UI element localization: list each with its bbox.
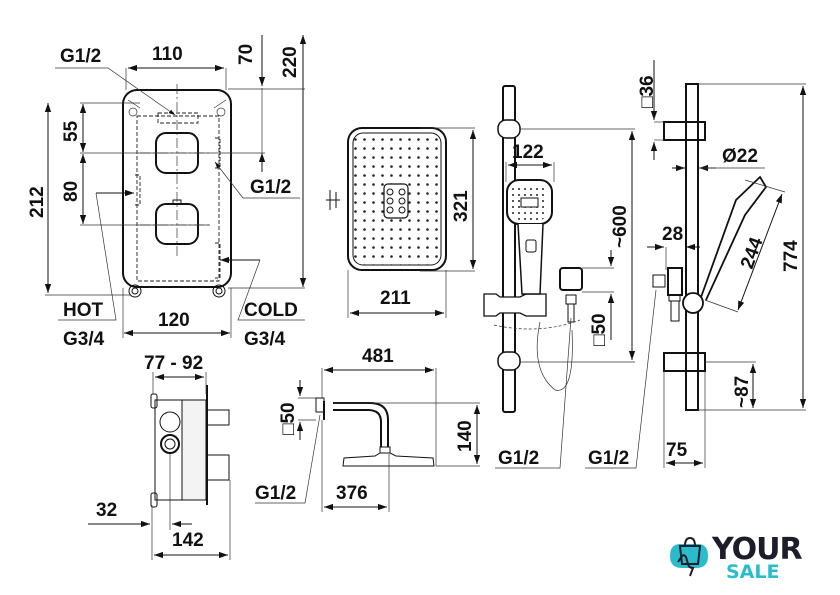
- dim-head-width-122: 122: [512, 142, 544, 163]
- label-hot: HOT: [63, 300, 104, 321]
- logo-word-secondary: SALE: [726, 561, 780, 583]
- dim-total-depth-142: 142: [172, 530, 204, 551]
- dim-spacing-55: 55: [61, 120, 82, 142]
- logo-word-primary: YOUR: [712, 532, 803, 567]
- dim-drop-140: 140: [455, 420, 476, 452]
- label-inlet-top-thread: G1/2: [60, 46, 101, 67]
- center-nozzle-block: [383, 183, 409, 219]
- dim-base-width-120: 120: [158, 310, 190, 331]
- label-cold-thread: G3/4: [244, 329, 286, 350]
- label-outlet-right-thread: G1/2: [250, 177, 291, 198]
- dim-outlet-offset-28: 28: [662, 224, 683, 245]
- dim-width-211: 211: [380, 288, 411, 309]
- dim-total-height-220: 220: [280, 46, 301, 78]
- dim-top-offset-70: 70: [236, 44, 257, 65]
- dim-hand-shower-244: 244: [737, 234, 768, 271]
- dim-spacing-80: 80: [61, 181, 82, 202]
- dim-rail-length-774: 774: [781, 240, 802, 272]
- label-cold: COLD: [244, 300, 298, 321]
- rail-side-view: □36 Ø22 28 244 774 ~87 75: [637, 60, 807, 468]
- dim-bottom-offset-87: ~87: [732, 376, 753, 408]
- dim-rail-spacing-600: ~600: [610, 205, 631, 248]
- dim-bracket-36: □36: [637, 75, 658, 108]
- dim-depth-77-92: 77 - 92: [144, 353, 203, 374]
- yoursale-logo[interactable]: YOUR SALE: [668, 534, 818, 584]
- dim-head-offset-376: 376: [336, 483, 368, 504]
- shower-head-outline: [347, 127, 447, 271]
- dim-outlet-50: □50: [589, 313, 610, 346]
- slide-rail: [502, 85, 516, 413]
- label-overhead-thread: G1/2: [255, 483, 296, 504]
- hand-shower-front-view: 122 ~600 □50 G1/2 G1/2: [483, 85, 657, 469]
- dim-wall-depth-75: 75: [666, 440, 688, 461]
- overhead-shower-top-view: 321 211: [326, 127, 477, 318]
- concealed-box-outline: [136, 115, 220, 282]
- label-hand-shower-thread-left: G1/2: [498, 448, 539, 469]
- dim-width-110: 110: [152, 44, 183, 65]
- dim-arm-reach-481: 481: [362, 346, 394, 367]
- dim-rail-diameter-22: Ø22: [722, 146, 758, 167]
- thermostat-front-view: 110 G1/2 70 220 G1/2 55 80 212 HOT G3: [27, 35, 307, 350]
- dim-length-321: 321: [451, 190, 472, 222]
- thermostat-side-view: 77 - 92 32 142: [88, 353, 231, 560]
- dim-flange-50: □50: [278, 402, 299, 435]
- dim-body-height-212: 212: [27, 186, 48, 218]
- dim-offset-32: 32: [96, 500, 117, 521]
- label-hand-shower-thread-right: G1/2: [588, 448, 629, 469]
- shopping-bag-hand-icon: [670, 536, 708, 577]
- overhead-shower-side-view: 481 140 □50 G1/2 376: [255, 346, 481, 512]
- label-hot-thread: G3/4: [63, 329, 105, 350]
